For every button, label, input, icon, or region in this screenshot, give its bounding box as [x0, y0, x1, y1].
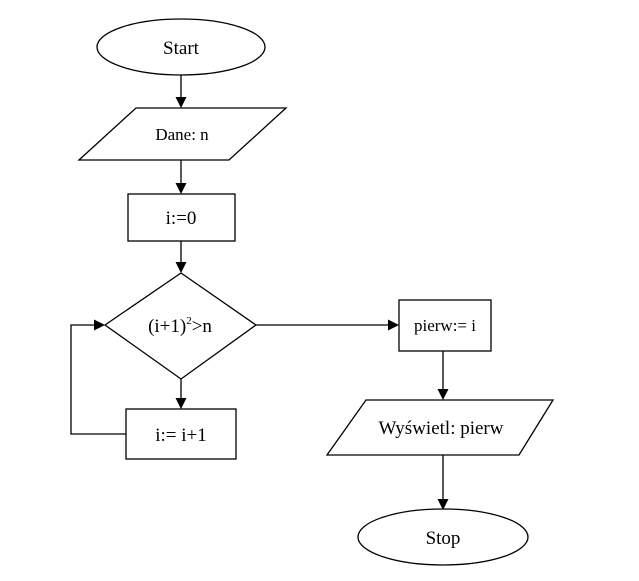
- edge-start-to-input: [175, 75, 187, 108]
- assign-label: pierw:= i: [414, 316, 476, 335]
- condition-label: (i+1)2>n: [148, 315, 212, 337]
- condition-label-suffix: >n: [192, 316, 213, 337]
- edge-input-to-init: [175, 160, 187, 194]
- increment-label: i:= i+1: [155, 425, 207, 446]
- stop-label: Stop: [426, 528, 461, 549]
- edge-increment-loop-back: [70, 319, 126, 435]
- assign-process-node: pierw:= i: [398, 299, 492, 352]
- start-label: Start: [163, 38, 200, 59]
- output-display-label: Wyświetl: pierw: [379, 418, 504, 439]
- input-data-label: Dane: n: [155, 125, 209, 144]
- condition-decision-node: (i+1)2>n: [103, 272, 258, 380]
- stop-terminator: Stop: [357, 508, 529, 566]
- condition-label-exponent: 2: [186, 315, 192, 327]
- increment-process-node: i:= i+1: [125, 408, 237, 460]
- condition-label-prefix: (i+1): [148, 316, 186, 337]
- edge-output-to-stop: [437, 455, 449, 510]
- init-process-node: i:=0: [127, 193, 236, 242]
- edge-condition-to-increment: [175, 379, 187, 409]
- edge-init-to-condition: [175, 241, 187, 273]
- init-label: i:=0: [166, 208, 197, 229]
- output-display-node: Wyświetl: pierw: [325, 399, 555, 456]
- edge-assign-to-output: [437, 351, 449, 400]
- edge-condition-to-assign: [256, 319, 399, 331]
- start-terminator: Start: [96, 18, 266, 76]
- input-data-node: Dane: n: [77, 107, 288, 161]
